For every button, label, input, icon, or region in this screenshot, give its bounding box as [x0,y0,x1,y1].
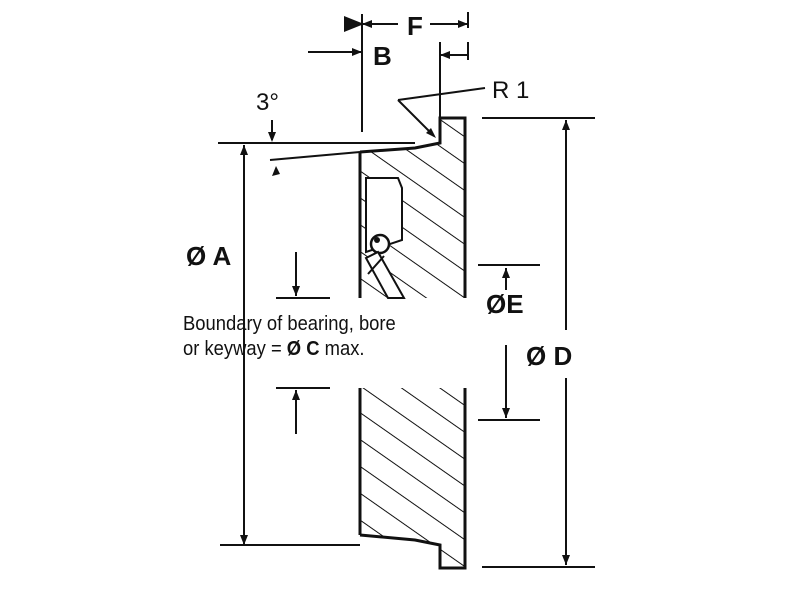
dimension-e: ØE [478,264,540,421]
lower-section [358,388,467,570]
label-b: B [373,41,392,71]
note-line-2-suffix: max. [319,338,365,360]
angle-3deg: 3° [218,89,415,176]
label-r1: R 1 [492,77,529,104]
dimension-a: Ø A [186,145,360,546]
note-line-2: or keyway = Ø C max. [183,337,459,362]
radius-r1: R 1 [397,77,529,138]
label-dia-a: Ø A [186,241,231,271]
note-line-1: Boundary of bearing, bore [183,313,396,335]
boundary-note: Boundary of bearing, bore or keyway = Ø … [183,312,459,362]
spring-icon [369,233,391,255]
label-dia-e: ØE [486,289,524,319]
dimension-d: Ø D [482,117,595,568]
dimension-c [276,252,330,434]
label-angle: 3° [256,89,279,116]
label-f: F [407,11,423,41]
dimension-f: F [344,11,469,132]
dimension-b: B [308,41,469,120]
note-line-2-symbol: Ø C [286,338,320,360]
label-dia-d: Ø D [526,341,572,371]
upper-section [358,116,467,299]
note-line-2-prefix: or keyway = [183,338,287,360]
